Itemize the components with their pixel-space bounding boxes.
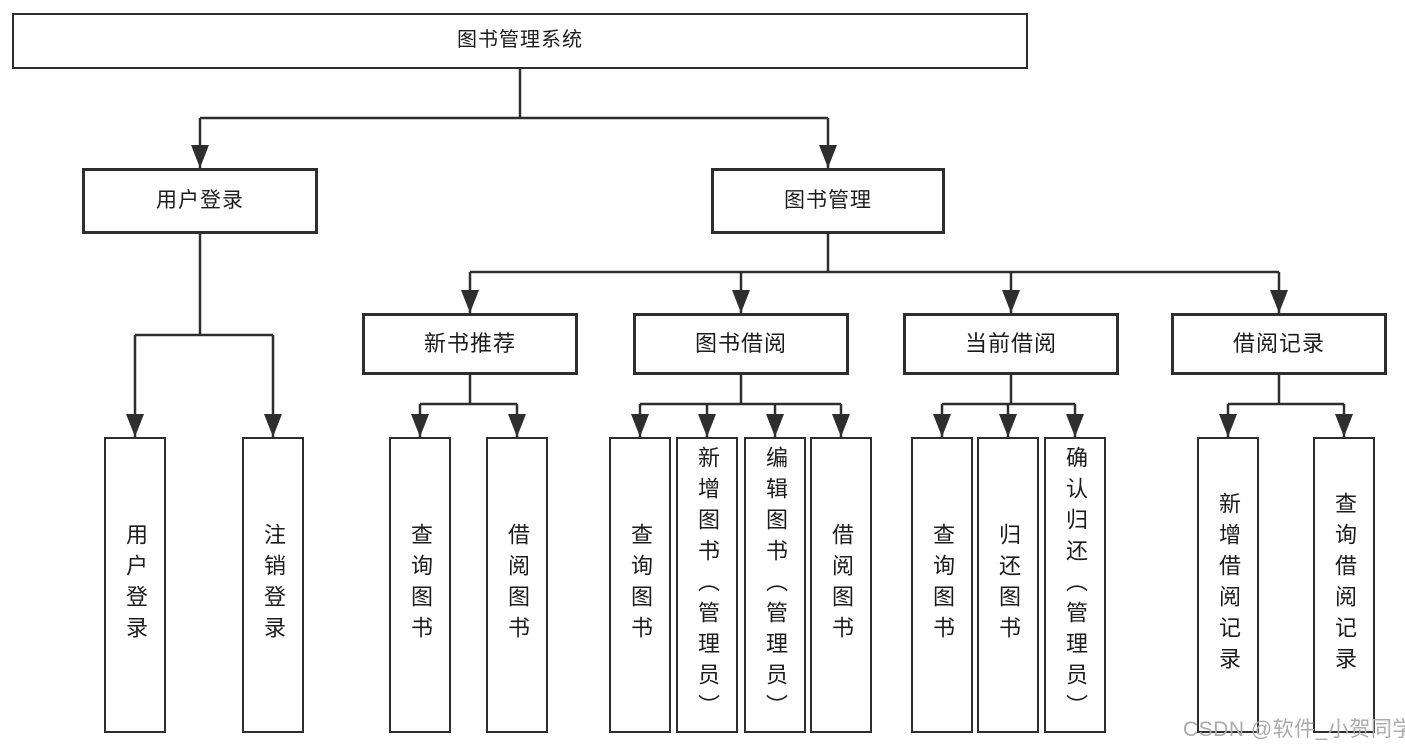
node-book-management: 图书管理 [711, 168, 945, 234]
leaf-borrow-books: 借阅图书 [810, 437, 872, 733]
leaf-query-books-recommend: 查询图书 [389, 437, 451, 733]
node-user-login: 用户登录 [82, 168, 318, 234]
leaf-query-books-borrow: 查询图书 [609, 437, 671, 733]
connector-new-book-to-leaves [411, 375, 526, 437]
connector-user-login-to-leaves [126, 234, 282, 437]
node-borrow-record: 借阅记录 [1171, 313, 1387, 375]
leaf-confirm-return-admin: 确认归还（管理员） [1044, 437, 1106, 733]
leaf-edit-books-admin: 编辑图书（管理员） [744, 437, 806, 733]
leaf-return-books: 归还图书 [977, 437, 1039, 733]
leaf-add-borrow-record: 新增借阅记录 [1197, 437, 1259, 733]
watermark: CSDN @软件_小贺同学 [1183, 718, 1405, 741]
leaf-query-borrow-record: 查询借阅记录 [1313, 437, 1375, 733]
leaf-logout: 注销登录 [242, 437, 304, 733]
connector-root-to-level2 [191, 69, 837, 168]
leaf-add-books-admin: 新增图书（管理员） [676, 437, 738, 733]
node-new-book-recommend: 新书推荐 [362, 313, 578, 375]
connector-book-management-to-level3 [461, 234, 1288, 313]
node-current-borrow: 当前借阅 [903, 313, 1119, 375]
leaf-borrow-books-recommend: 借阅图书 [486, 437, 548, 733]
node-library-management-system: 图书管理系统 [12, 13, 1028, 69]
leaf-user-login: 用户登录 [104, 437, 166, 733]
connector-current-borrow-to-leaves [933, 375, 1084, 437]
leaf-query-books-current: 查询图书 [911, 437, 973, 733]
connector-book-borrow-to-leaves [631, 375, 850, 437]
connector-borrow-record-to-leaves [1219, 375, 1353, 437]
node-book-borrow: 图书借阅 [633, 313, 849, 375]
